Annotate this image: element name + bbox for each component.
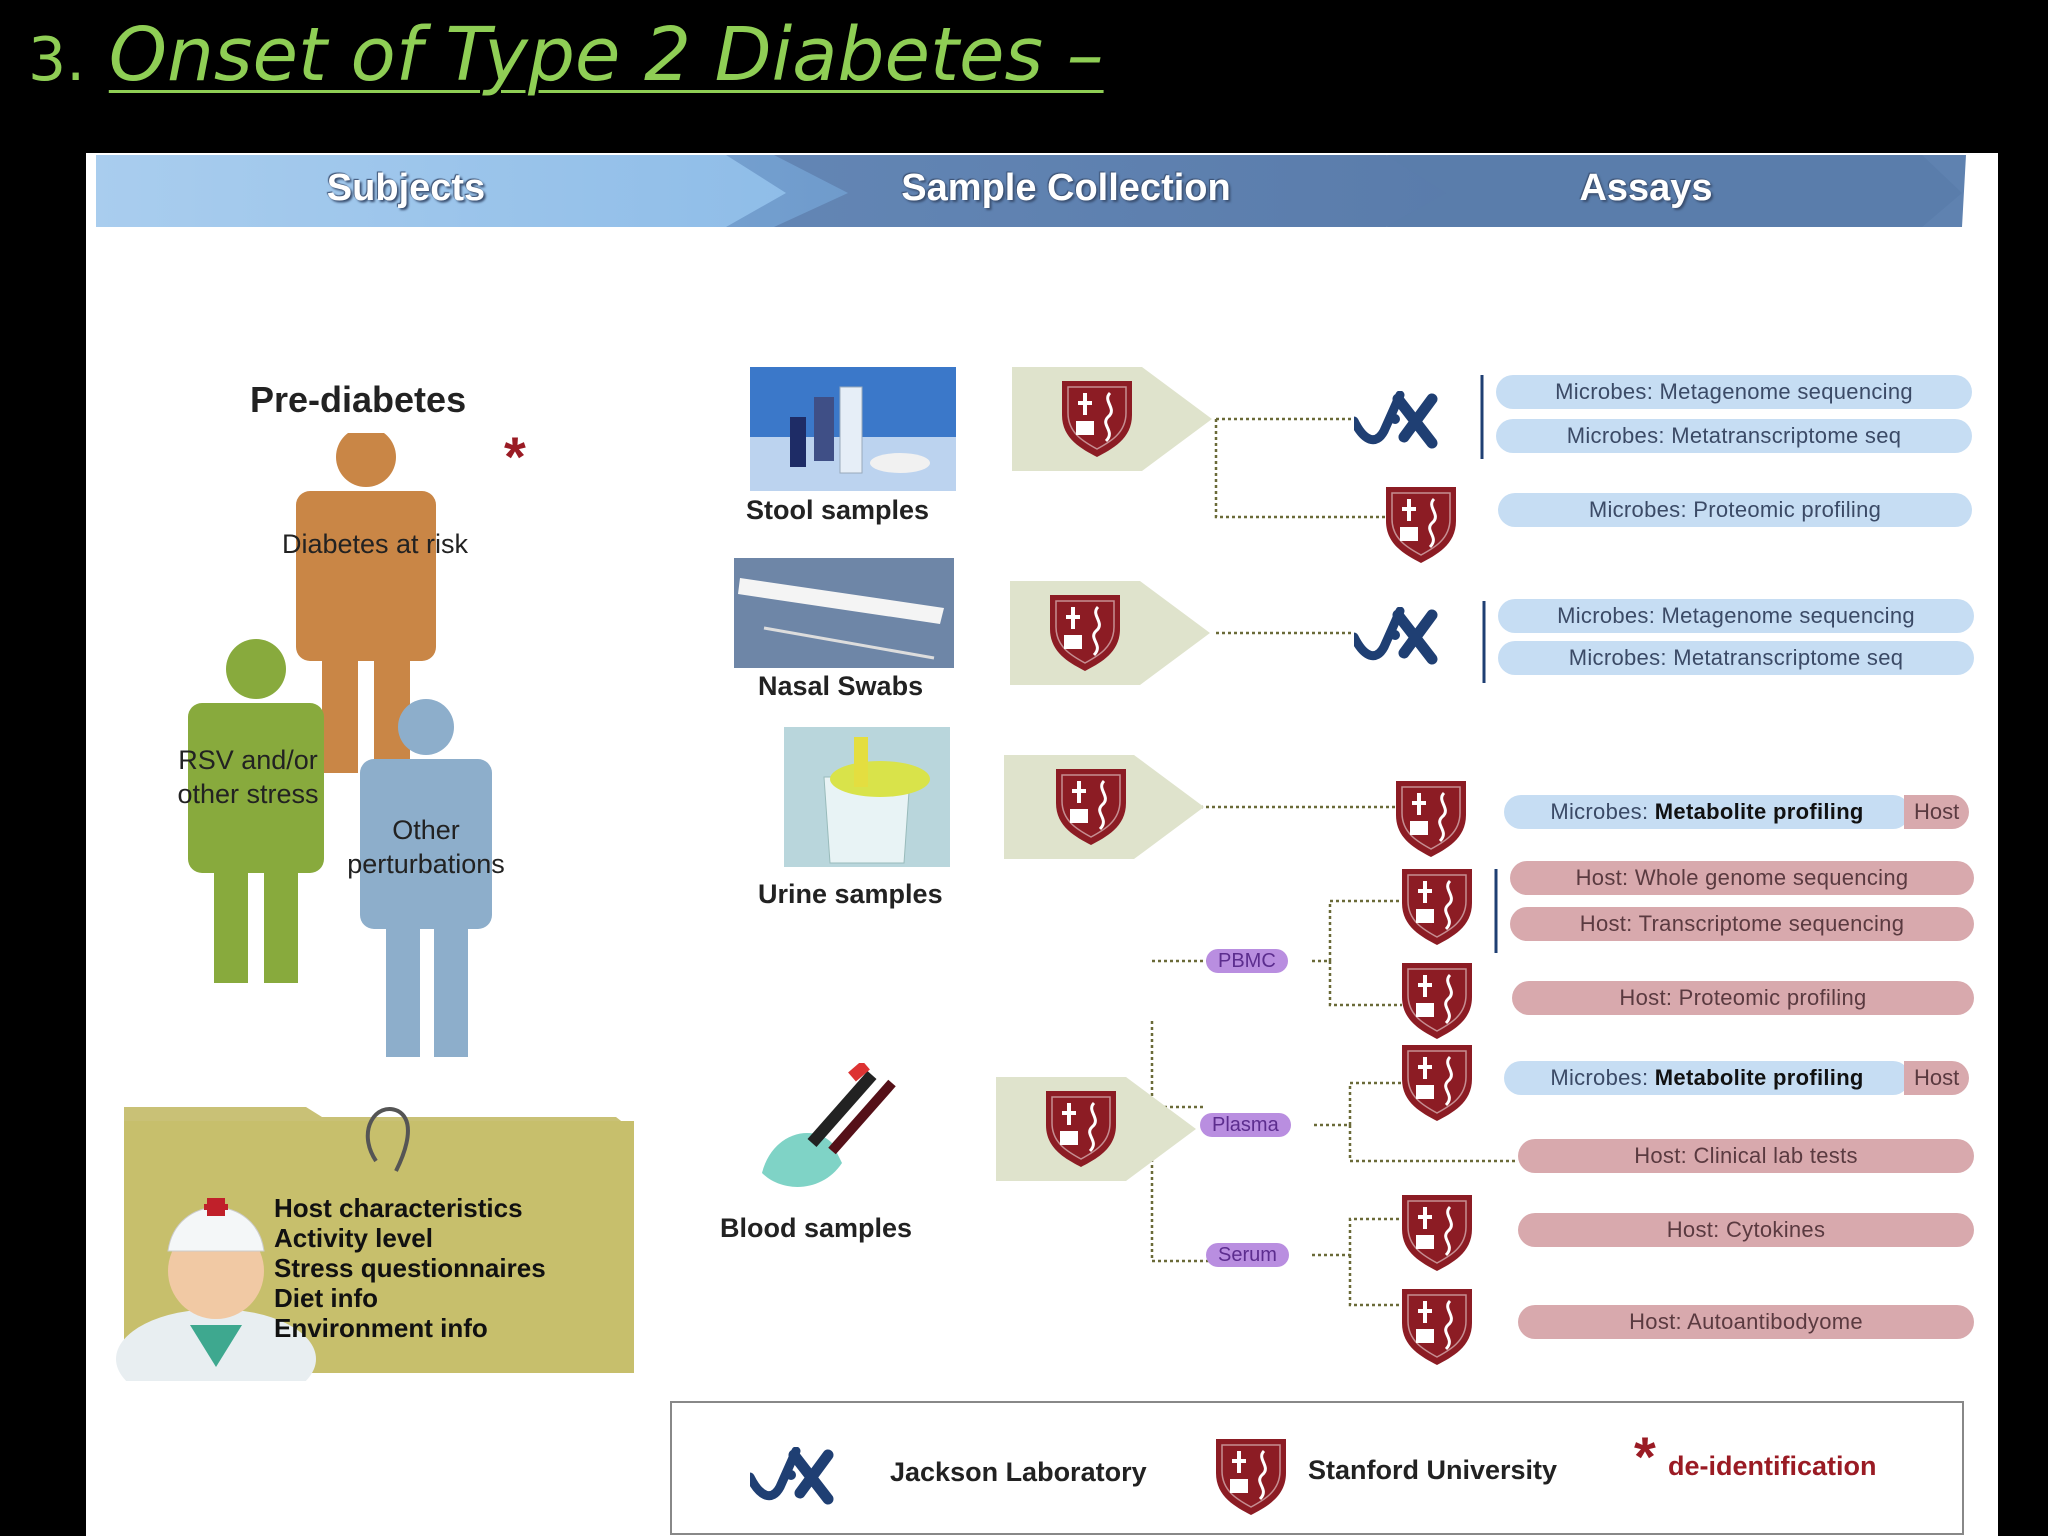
legend-star-icon: * xyxy=(1634,1425,1656,1488)
subject-info-folder xyxy=(116,1107,634,1381)
blood-samples-label: Blood samples xyxy=(720,1213,913,1243)
stool-collection-stanford xyxy=(1012,367,1212,471)
assay-bold: Metabolite profiling xyxy=(1654,799,1864,824)
folder-item: Stress questionnaires xyxy=(274,1253,546,1283)
slide-title-text: Onset of Type 2 Diabetes – xyxy=(108,12,1104,98)
stanford-shield-icon xyxy=(1402,1289,1474,1367)
slide-title: 3. Onset of Type 2 Diabetes – xyxy=(28,12,1104,98)
slide-number: 3. xyxy=(28,25,86,95)
step-assays: Assays xyxy=(1579,167,1713,209)
legend-deid-label: de-identification xyxy=(1668,1451,1877,1481)
folder-item: Activity level xyxy=(274,1223,433,1253)
assay-pill: Microbes: Metatranscriptome seq xyxy=(1496,419,1972,453)
nasal-swabs-label: Nasal Swabs xyxy=(758,671,924,701)
assay-pill-metabolite: Microbes: Metabolite profiling xyxy=(1504,795,1910,829)
jackson-lab-icon xyxy=(1354,607,1440,667)
step-subjects: Subjects xyxy=(326,167,486,209)
urine-collection-stanford xyxy=(1004,755,1204,859)
assay-pill: Host: Clinical lab tests xyxy=(1518,1139,1974,1173)
connector-lines xyxy=(1150,375,1518,1307)
jackson-lab-icon xyxy=(750,1447,836,1507)
folder-item: Environment info xyxy=(274,1313,488,1343)
assay-pill-metabolite: Microbes: Metabolite profiling xyxy=(1504,1061,1910,1095)
stanford-shield-icon xyxy=(1402,963,1474,1041)
legend-jackson-label: Jackson Laboratory xyxy=(890,1457,1147,1487)
stanford-shield-icon xyxy=(1396,781,1468,859)
jackson-lab-icon xyxy=(1354,391,1440,451)
pbmc-tag: PBMC xyxy=(1206,949,1288,973)
folder-item: Host characteristics xyxy=(274,1193,523,1223)
pre-diabetes-heading: Pre-diabetes xyxy=(250,379,467,420)
assay-pill: Microbes: Metagenome sequencing xyxy=(1498,599,1974,633)
folder-item: Diet info xyxy=(274,1283,378,1313)
assay-prefix: Microbes: xyxy=(1550,1065,1649,1090)
workflow-figure: Subjects Sample Collection Assays Pre-di… xyxy=(86,153,1998,1536)
nasal-swab-image xyxy=(734,558,954,668)
assay-pill: Host: Autoantibodyome xyxy=(1518,1305,1974,1339)
deidentification-star-icon: * xyxy=(504,425,526,488)
assay-pill: Host: Proteomic profiling xyxy=(1512,981,1974,1015)
figure-label-diabetes-risk: Diabetes at risk xyxy=(281,529,469,559)
host-tag: Host xyxy=(1904,1061,1970,1095)
urine-sample-image xyxy=(784,727,950,867)
subjects-figures xyxy=(188,433,492,1057)
plasma-tag: Plasma xyxy=(1200,1113,1291,1137)
legend-box: Jackson Laboratory Stanford University *… xyxy=(670,1401,1964,1535)
figure-label-rsv-stress: RSV and/or other stress xyxy=(177,745,319,809)
stanford-shield-icon xyxy=(1402,1195,1474,1273)
nasal-collection-stanford xyxy=(1010,581,1210,685)
urine-samples-label: Urine samples xyxy=(758,879,943,909)
subject-info-list: Host characteristics Activity level Stre… xyxy=(274,1193,546,1343)
blood-collection-stanford xyxy=(996,1077,1196,1181)
assay-pill: Host: Cytokines xyxy=(1518,1213,1974,1247)
person-orange-icon xyxy=(296,433,436,773)
step-sample-collection: Sample Collection xyxy=(901,167,1231,209)
person-blue-icon xyxy=(360,699,492,1057)
stanford-shield-icon xyxy=(1386,487,1458,565)
nurse-icon xyxy=(116,1198,316,1381)
assay-bold: Metabolite profiling xyxy=(1654,1065,1864,1090)
assay-pill: Microbes: Proteomic profiling xyxy=(1498,493,1972,527)
blood-sample-image xyxy=(762,1063,896,1187)
figure-label-other-perturbations: Other perturbations xyxy=(347,815,505,879)
stool-sample-image xyxy=(750,367,956,491)
stanford-shield-icon xyxy=(1402,869,1474,947)
legend-stanford-label: Stanford University xyxy=(1308,1455,1558,1485)
assay-prefix: Microbes: xyxy=(1550,799,1649,824)
assay-pill: Microbes: Metatranscriptome seq xyxy=(1498,641,1974,675)
step-banner xyxy=(96,155,1966,227)
assay-pill: Host: Whole genome sequencing xyxy=(1510,861,1974,895)
assay-pill: Host: Transcriptome sequencing xyxy=(1510,907,1974,941)
stanford-shield-icon xyxy=(1402,1045,1474,1123)
assay-pill: Microbes: Metagenome sequencing xyxy=(1496,375,1972,409)
serum-tag: Serum xyxy=(1206,1243,1289,1267)
stool-samples-label: Stool samples xyxy=(746,495,930,525)
person-green-icon xyxy=(188,639,324,983)
host-tag: Host xyxy=(1904,795,1970,829)
stanford-shield-icon xyxy=(1216,1439,1288,1517)
